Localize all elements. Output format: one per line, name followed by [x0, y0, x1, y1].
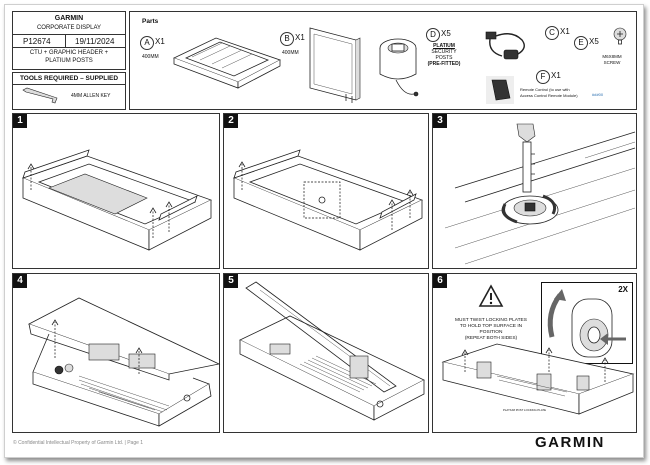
screw-icon	[613, 27, 627, 45]
part-f-qty: X1	[551, 71, 561, 80]
title-date: 19/11/2024	[75, 37, 115, 46]
part-a-qty: X1	[155, 37, 165, 46]
part-e-line2: SCREW	[603, 60, 621, 65]
tools-heading: TOOLS REQUIRED – SUPPLIED	[19, 75, 119, 82]
parts-heading: Parts	[142, 18, 159, 25]
allen-key-icon	[22, 87, 58, 104]
graphic-header-illustration	[309, 27, 361, 103]
step-2-panel: 2	[223, 113, 429, 269]
part-e-line1: M6X8MM	[602, 54, 622, 59]
title-description-1: CTU + GRAPHIC HEADER +	[29, 50, 109, 56]
part-d-line2: SECURITY	[431, 49, 457, 55]
title-brand: GARMIN	[54, 15, 84, 22]
step-4-panel: 4	[12, 273, 221, 433]
step-3-illustration	[444, 123, 636, 265]
part-f-code: ###00	[592, 92, 604, 97]
step-1-number: 1	[13, 114, 27, 128]
step-6-panel: 6 MUST TWIST LOCKING PLATES TO HOLD TOP …	[432, 273, 637, 433]
step-5-illustration	[239, 281, 425, 421]
step-6-detail-inset: 2X	[541, 282, 633, 364]
locking-plate-detail	[547, 289, 626, 358]
part-d-line4: (PRE-FITTED)	[427, 61, 461, 67]
part-f-line2: Access Control Remote Module)	[520, 93, 578, 98]
step-2-number: 2	[224, 114, 238, 128]
security-post-illustration	[379, 38, 419, 97]
part-a-size: 400MM	[142, 54, 159, 60]
part-b-badge: B	[280, 32, 294, 46]
step-5-number: 5	[224, 274, 238, 288]
step-6-number: 6	[433, 274, 447, 288]
title-description-2: PLATIUM POSTS	[45, 58, 93, 64]
base-tray-illustration	[172, 37, 282, 89]
remote-control-illustration	[486, 76, 514, 104]
part-e-badge: E	[574, 36, 588, 50]
instruction-sheet: GARMIN CORPORATE DISPLAY P12674 19/11/20…	[4, 4, 644, 458]
title-doc-type: CORPORATE DISPLAY	[36, 25, 102, 31]
part-d-badge: D	[426, 28, 440, 42]
part-c-badge: C	[545, 26, 559, 40]
step-6-note-4: (REPEAT BOTH SIDES)	[464, 336, 518, 341]
step-1-panel: 1	[12, 113, 220, 269]
step-1-illustration	[21, 149, 213, 251]
warning-icon	[478, 284, 504, 307]
tools-item: 4MM ALLEN KEY	[71, 93, 111, 99]
step-6-caption: PLATIUM POST LOCKING PLATE	[503, 408, 547, 412]
title-part-no: P12674	[23, 37, 51, 46]
power-cable-illustration	[485, 31, 525, 60]
step-6-illustration	[441, 343, 635, 415]
step-3-panel: 3	[432, 113, 637, 269]
step-5-panel: 5	[223, 273, 429, 433]
footer-confidential: © Confidential Intellectual Property of …	[13, 440, 144, 446]
part-c-qty: X1	[560, 27, 570, 36]
part-d-line3: POSTS	[435, 55, 453, 61]
footer-garmin-logo: GARMIN	[535, 434, 605, 451]
part-a-badge: A	[140, 36, 154, 50]
part-b-size: 400MM	[282, 50, 299, 56]
parts-block: Parts A X1 400MM B X1 400MM	[129, 11, 637, 110]
part-d-qty: X5	[441, 29, 451, 38]
part-d-line1: PLATIUM	[433, 43, 455, 49]
step-3-number: 3	[433, 114, 447, 128]
step-6-note-3: POSITION	[479, 330, 503, 335]
title-block: GARMIN CORPORATE DISPLAY P12674 19/11/20…	[12, 11, 126, 70]
step-6-note-1: MUST TWIST LOCKING PLATES	[455, 318, 527, 323]
step-2-illustration	[232, 149, 424, 251]
part-f-line1: Remote Control (to use with	[520, 87, 570, 92]
step-6-note-2: TO HOLD TOP SURFACE IN	[459, 324, 523, 329]
part-e-qty: X5	[589, 37, 599, 46]
part-f-badge: F	[536, 70, 550, 84]
step-6-multiplier: 2X	[618, 285, 628, 294]
tools-block: TOOLS REQUIRED – SUPPLIED 4MM ALLEN KEY	[12, 72, 126, 110]
step-4-number: 4	[13, 274, 27, 288]
step-4-illustration	[28, 297, 221, 427]
part-b-qty: X1	[295, 33, 305, 42]
